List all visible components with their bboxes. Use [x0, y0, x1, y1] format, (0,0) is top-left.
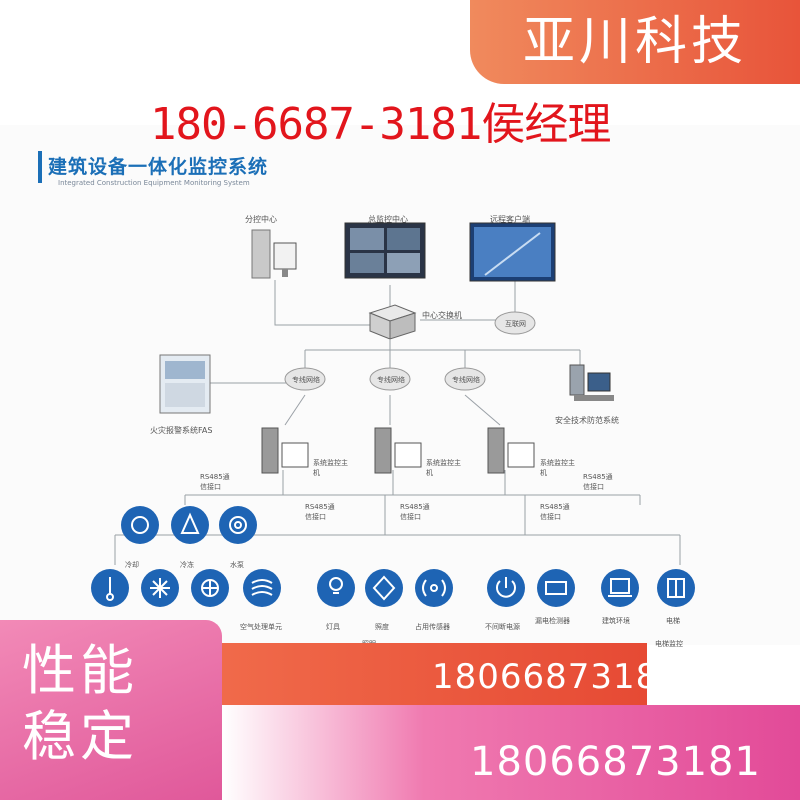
device-icons-row1	[121, 506, 257, 544]
cloud-label: 专线网络	[292, 375, 320, 385]
building-env-icon	[601, 569, 639, 607]
host-label: 系统监控主机	[426, 458, 462, 478]
device-label: 照度	[375, 622, 389, 632]
illuminance-icon	[365, 569, 403, 607]
host-label: 系统监控主机	[540, 458, 576, 478]
badge-line-2: 稳定	[22, 704, 222, 770]
device-label: 灯具	[326, 622, 340, 632]
main-monitor-wall-icon	[345, 223, 425, 278]
rs485-label: RS485通信接口	[305, 502, 341, 522]
device-label: 冷却	[125, 560, 139, 570]
device-label: 不间断电源	[485, 622, 520, 632]
host-label: 系统监控主机	[313, 458, 349, 478]
rs485-label: RS485通信接口	[583, 472, 619, 492]
lightbulb-icon	[317, 569, 355, 607]
security-system-icon	[570, 365, 614, 401]
fas-label: 火灾报警系统FAS	[150, 425, 212, 436]
cloud-label: 专线网络	[377, 375, 405, 385]
phone-band-top: 18066873181	[432, 657, 647, 697]
phone-contact: 180-6687-3181侯经理	[150, 88, 610, 152]
occupancy-sensor-icon	[415, 569, 453, 607]
stable-performance-badge: 性能 稳定	[0, 620, 222, 800]
cloud-label: 专线网络	[452, 375, 480, 385]
diagram-title: 建筑设备一体化监控系统	[48, 152, 268, 179]
rs485-label: RS485通信接口	[200, 472, 236, 492]
fan-coil-icon	[121, 506, 159, 544]
device-label: 空气处理单元	[240, 622, 282, 632]
rs485-label: RS485通信接口	[540, 502, 576, 522]
switch-label: 中心交换机	[422, 310, 462, 321]
diagram-area	[0, 125, 800, 645]
diagram-subtitle: Integrated Construction Equipment Monito…	[58, 179, 250, 187]
air-handler-icon	[243, 569, 281, 607]
remote-client-screen-icon	[470, 223, 555, 281]
system-diagram	[0, 125, 800, 645]
monitoring-host-icon	[375, 428, 421, 473]
monitoring-host-icon	[262, 428, 308, 473]
node-label-remote-client: 远程客户端	[490, 214, 530, 225]
node-label-subcontrol: 分控中心	[245, 214, 277, 225]
device-label: 冷冻	[180, 560, 194, 570]
device-label: 占用传感器	[415, 622, 450, 632]
chiller-icon	[171, 506, 209, 544]
security-label: 安全技术防范系统	[555, 415, 619, 426]
internet-label: 互联网	[505, 319, 526, 329]
fire-alarm-panel-icon	[160, 355, 210, 413]
brand-banner: 亚川科技	[470, 0, 800, 84]
title-accent-bar	[38, 151, 42, 183]
device-label: 电梯	[666, 616, 680, 626]
node-label-main-center: 总监控中心	[368, 214, 408, 225]
rs485-label: RS485通信接口	[400, 502, 436, 522]
pump-icon	[219, 506, 257, 544]
central-switch-icon	[370, 305, 415, 339]
monitoring-host-icon	[488, 428, 534, 473]
subcontrol-pc-icon	[252, 230, 296, 278]
device-label: 建筑环境	[602, 616, 630, 626]
device-label: 漏电检测器	[535, 616, 585, 626]
phone-band-bottom: 18066873181	[470, 739, 761, 785]
device-label: 水泵	[230, 560, 244, 570]
group-label: 电梯监控	[655, 639, 683, 649]
leakage-detector-icon	[537, 569, 575, 607]
badge-line-1: 性能	[22, 638, 222, 704]
